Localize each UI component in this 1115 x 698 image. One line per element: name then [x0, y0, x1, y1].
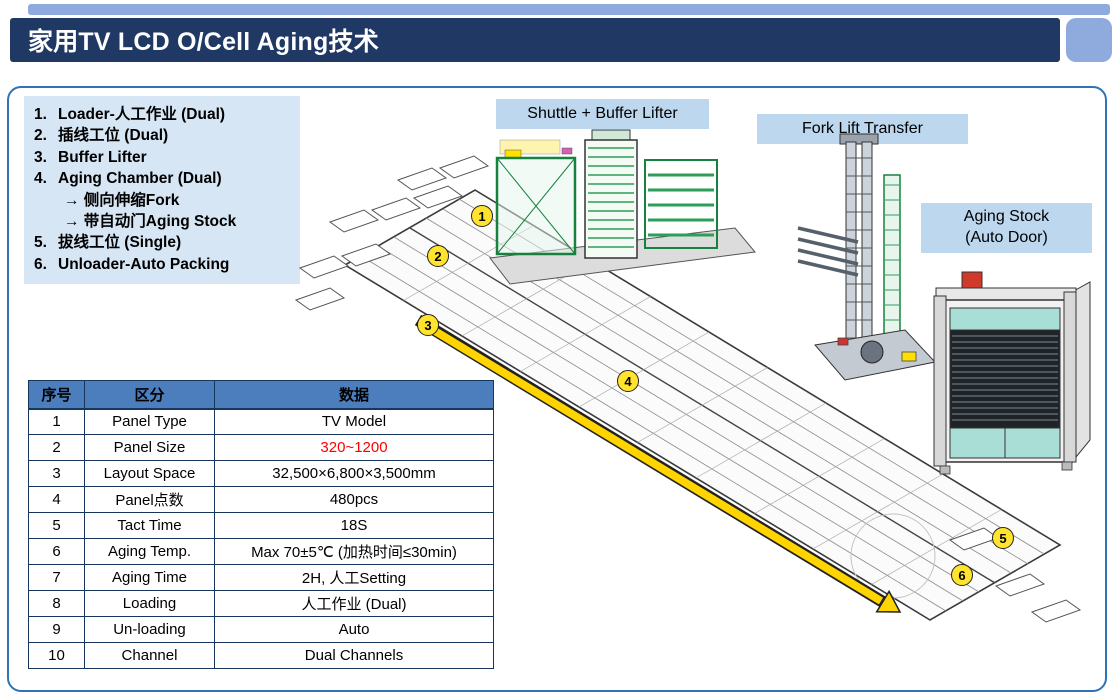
table-row: 3 Layout Space 32,500×6,800×3,500mm	[28, 460, 494, 487]
top-accent-strip	[28, 4, 1110, 15]
shuttle-buffer-lifter-machine	[489, 129, 756, 285]
row-category: Un-loading	[84, 616, 215, 643]
table-row: 2 Panel Size 320~1200	[28, 434, 494, 461]
row-number: 7	[28, 564, 85, 591]
legend-item: 4. Aging Chamber (Dual)	[34, 168, 290, 189]
col-header-value: 数据	[214, 380, 494, 410]
step-marker-3: 3	[417, 314, 439, 336]
legend-item-number: 6.	[34, 255, 47, 273]
legend-item-label: → 侧向伸缩Fork	[64, 191, 180, 209]
row-value: 480pcs	[214, 486, 494, 513]
row-number: 8	[28, 590, 85, 617]
page-title: 家用TV LCD O/Cell Aging技术	[28, 28, 379, 56]
legend-item-label: Unloader-Auto Packing	[58, 255, 230, 273]
legend-item-label: Aging Chamber (Dual)	[58, 170, 222, 188]
legend-item: 3. Buffer Lifter	[34, 147, 290, 168]
legend-list: 1. Loader-人工作业 (Dual) 2. 插线工位 (Dual) 3. …	[34, 104, 290, 275]
legend-item: 6. Unloader-Auto Packing	[34, 254, 290, 275]
callout-aging-stock-line1: Aging Stock	[963, 208, 1050, 226]
callout-aging-stock-line2: (Auto Door)	[965, 229, 1048, 246]
row-value: 人工作业 (Dual)	[214, 590, 494, 617]
legend-item-label: Loader-人工作业 (Dual)	[58, 106, 226, 123]
content-frame	[7, 86, 1107, 692]
row-number: 3	[28, 460, 85, 487]
legend-item-label: 插线工位 (Dual)	[58, 127, 169, 145]
step-marker-4: 4	[617, 370, 639, 392]
table-row: 5 Tact Time 18S	[28, 512, 494, 539]
col-header-category: 区分	[84, 380, 215, 410]
conveyor-line-drawing	[343, 189, 1062, 621]
table-row: 4 Panel点数 480pcs	[28, 486, 494, 513]
callout-aging-stock: Aging Stock (Auto Door)	[921, 203, 1092, 253]
table-row: 7 Aging Time 2H, 人工Setting	[28, 564, 494, 591]
table-row: 1 Panel Type TV Model	[28, 408, 494, 435]
title-accent-block	[1066, 18, 1112, 62]
row-number: 10	[28, 642, 85, 669]
legend-item-number: 3.	[34, 148, 47, 166]
table-row: 9 Un-loading Auto	[28, 616, 494, 643]
title-bar: 家用TV LCD O/Cell Aging技术	[10, 18, 1060, 62]
row-number: 6	[28, 538, 85, 565]
fork-lift-transfer-machine	[797, 133, 936, 381]
row-number: 5	[28, 512, 85, 539]
spec-table-body: 1 Panel Type TV Model 2 Panel Size 320~1…	[28, 408, 494, 669]
legend-panel: 1. Loader-人工作业 (Dual) 2. 插线工位 (Dual) 3. …	[24, 96, 300, 284]
row-category: Loading	[84, 590, 215, 617]
row-value: Auto	[214, 616, 494, 643]
step-marker-1: 1	[471, 205, 493, 227]
col-header-num: 序号	[28, 380, 85, 410]
legend-item: 1. Loader-人工作业 (Dual)	[34, 104, 290, 125]
row-value: TV Model	[214, 408, 494, 435]
legend-item-label: 拔线工位 (Single)	[58, 234, 182, 252]
spec-table-header-row: 序号 区分 数据	[28, 380, 494, 410]
row-number: 1	[28, 408, 85, 435]
legend-item-number: 1.	[34, 106, 47, 123]
step-marker-2: 2	[427, 245, 449, 267]
table-row: 8 Loading 人工作业 (Dual)	[28, 590, 494, 617]
row-value: 32,500×6,800×3,500mm	[214, 460, 494, 487]
legend-item-label: → 带自动门Aging Stock	[64, 212, 237, 230]
step-marker-5: 5	[992, 527, 1014, 549]
row-value: 320~1200	[214, 434, 494, 461]
row-category: Panel点数	[84, 486, 215, 513]
row-category: Panel Type	[84, 408, 215, 435]
legend-item-number: 5.	[34, 234, 47, 252]
row-category: Aging Temp.	[84, 538, 215, 565]
row-category: Tact Time	[84, 512, 215, 539]
legend-item: 2. 插线工位 (Dual)	[34, 125, 290, 146]
row-number: 4	[28, 486, 85, 513]
callout-shuttle-label: Shuttle + Buffer Lifter	[527, 105, 678, 122]
aging-stock-machine	[933, 271, 1091, 475]
step-marker-6: 6	[951, 564, 973, 586]
callout-fork-label: Fork Lift Transfer	[802, 120, 923, 137]
table-row: 6 Aging Temp. Max 70±5℃ (加热时间≤30min)	[28, 538, 494, 565]
row-value: 2H, 人工Setting	[214, 564, 494, 591]
table-row: 10 Channel Dual Channels	[28, 642, 494, 669]
flow-arrow	[414, 314, 902, 613]
legend-item: 5. 拔线工位 (Single)	[34, 232, 290, 253]
row-value: Dual Channels	[214, 642, 494, 669]
row-category: Layout Space	[84, 460, 215, 487]
spec-table: 序号 区分 数据 1 Panel Type TV Model 2 Panel S…	[28, 380, 494, 669]
row-category: Panel Size	[84, 434, 215, 461]
legend-item: → 带自动门Aging Stock	[34, 211, 290, 232]
legend-item-number: 4.	[34, 170, 47, 188]
legend-item-number: 2.	[34, 127, 47, 145]
legend-item: → 侧向伸缩Fork	[34, 190, 290, 211]
legend-item-label: Buffer Lifter	[58, 148, 147, 166]
callout-shuttle-buffer-lifter: Shuttle + Buffer Lifter	[496, 99, 709, 129]
row-number: 9	[28, 616, 85, 643]
row-category: Aging Time	[84, 564, 215, 591]
row-category: Channel	[84, 642, 215, 669]
row-value: 18S	[214, 512, 494, 539]
panel-trays	[294, 155, 1082, 623]
row-number: 2	[28, 434, 85, 461]
row-value: Max 70±5℃ (加热时间≤30min)	[214, 538, 494, 565]
